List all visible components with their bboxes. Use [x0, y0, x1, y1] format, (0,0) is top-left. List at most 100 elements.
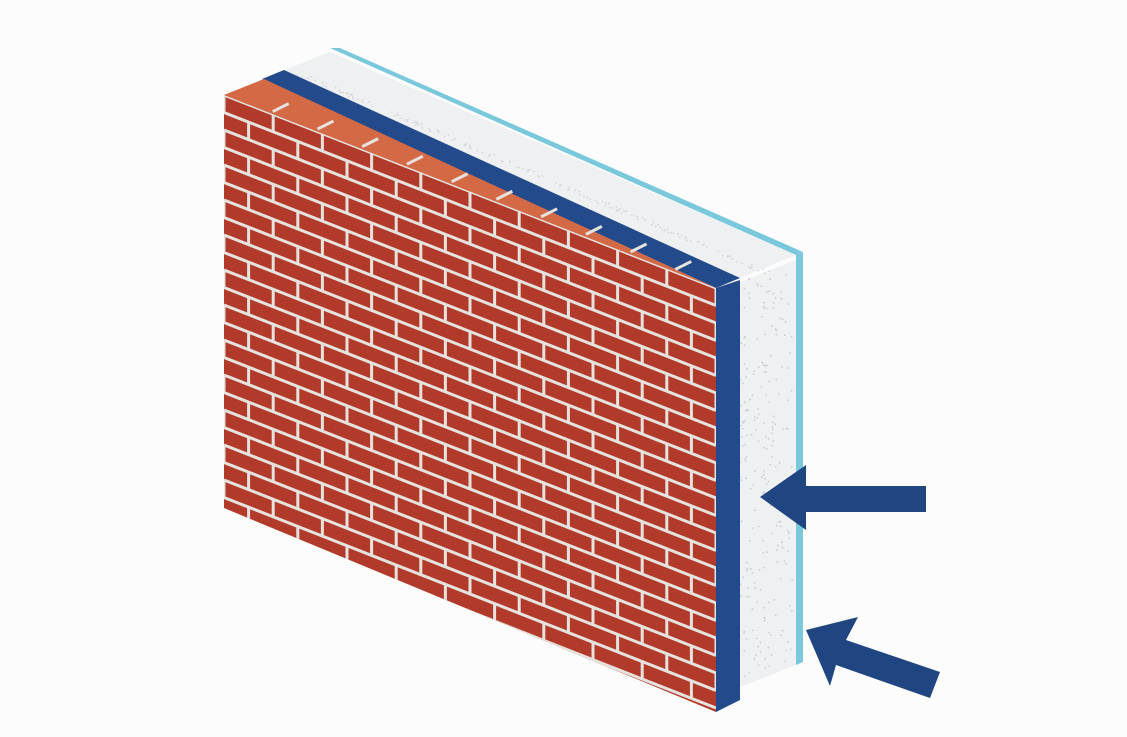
- insulation-speckle: [772, 440, 775, 442]
- insulation-speckle: [689, 240, 692, 242]
- insulation-speckle: [437, 131, 440, 134]
- insulation-speckle: [743, 287, 746, 290]
- insulation-speckle: [784, 320, 787, 323]
- insulation-speckle: [761, 492, 764, 494]
- insulation-speckle: [762, 469, 765, 472]
- insulation-speckle: [636, 218, 639, 220]
- insulation-speckle: [521, 167, 524, 170]
- insulation-speckle: [781, 546, 784, 549]
- insulation-speckle: [763, 272, 766, 275]
- insulation-speckle: [703, 243, 705, 245]
- insulation-speckle: [345, 92, 348, 95]
- insulation-speckle: [415, 122, 418, 125]
- insulation-speckle: [407, 118, 409, 121]
- insulation-speckle: [764, 371, 766, 374]
- membrane-top: [262, 70, 740, 288]
- top-mortar-joint: [540, 207, 558, 219]
- insulation-speckle: [785, 274, 787, 276]
- insulation-speckle: [753, 581, 756, 584]
- insulation-speckle: [745, 456, 748, 458]
- insulation-speckle: [469, 146, 471, 149]
- insulation-speckle: [743, 344, 746, 347]
- insulation-speckle: [769, 463, 772, 466]
- insulation-speckle: [509, 160, 512, 163]
- insulation-speckle: [775, 333, 778, 336]
- insulation-speckle: [750, 567, 752, 570]
- insulation-speckle: [586, 196, 589, 199]
- insulation-speckle: [670, 232, 673, 234]
- insulation-speckle: [417, 123, 420, 126]
- insulation-speckle: [678, 236, 681, 239]
- insulation-speckle: [768, 380, 770, 383]
- insulation-speckle: [594, 199, 597, 202]
- insulation-speckle: [748, 297, 751, 300]
- insulation-speckle: [685, 236, 687, 238]
- insulation-speckle: [769, 278, 771, 281]
- insulation-speckle: [790, 390, 793, 392]
- insulation-speckle: [307, 77, 310, 80]
- insulation-speckle: [616, 210, 619, 212]
- insulation-speckle: [314, 79, 316, 81]
- insulation-speckle: [743, 631, 746, 634]
- insulation-speckle: [750, 264, 753, 266]
- insulation-speckle: [768, 665, 771, 667]
- insulation-speckle: [686, 239, 688, 242]
- insulation-speckle: [757, 408, 759, 410]
- insulation-speckle: [749, 487, 752, 490]
- insulation-speckle: [781, 541, 783, 543]
- top-mortar-joint: [316, 119, 335, 131]
- insulation-speckle: [745, 595, 748, 598]
- insulation-speckle: [790, 465, 793, 468]
- insulation-speckle: [741, 445, 744, 447]
- insulation-speckle: [701, 244, 704, 247]
- insulation-speckle: [759, 641, 762, 644]
- insulation-speckle: [744, 477, 747, 480]
- insulation-board-side: [738, 260, 796, 688]
- insulation-speckle: [762, 606, 765, 609]
- insulation-speckle: [322, 85, 325, 87]
- insulation-speckle: [765, 307, 768, 310]
- insulation-speckle: [768, 290, 771, 293]
- insulation-speckle: [652, 221, 655, 224]
- insulation-speckle: [756, 337, 759, 340]
- insulation-speckle: [413, 121, 415, 124]
- insulation-speckle: [752, 629, 754, 632]
- insulation-speckle: [787, 303, 790, 305]
- insulation-speckle: [780, 297, 783, 300]
- insulation-speckle: [746, 567, 749, 570]
- insulation-speckle: [559, 185, 561, 187]
- insulation-speckle: [740, 520, 743, 523]
- insulation-speckle: [568, 188, 571, 191]
- insulation-speckle: [406, 120, 409, 122]
- insulation-speckle: [770, 455, 773, 458]
- insulation-speckle: [368, 101, 370, 103]
- insulation-speckle: [788, 537, 790, 540]
- insulation-speckle: [340, 91, 343, 94]
- insulation-speckle: [775, 524, 778, 527]
- insulation-speckle: [744, 460, 747, 462]
- insulation-speckle: [744, 443, 747, 446]
- insulation-speckle: [578, 190, 581, 193]
- insulation-speckle: [739, 583, 742, 586]
- insulation-speckle: [397, 114, 399, 116]
- insulation-speckle: [657, 224, 659, 226]
- insulation-speckle: [771, 426, 774, 428]
- insulation-speckle: [787, 367, 790, 369]
- insulation-speckle: [763, 446, 766, 449]
- insulation-speckle: [756, 417, 759, 419]
- insulation-speckle: [766, 551, 768, 554]
- insulation-speckle: [743, 401, 746, 404]
- insulation-speckle: [741, 435, 743, 438]
- insulation-speckle: [757, 525, 760, 528]
- insulation-speckle: [348, 96, 350, 98]
- insulation-speckle: [533, 170, 535, 173]
- insulation-speckle: [770, 654, 773, 656]
- insulation-speckle: [767, 646, 770, 649]
- insulation-speckle: [625, 210, 628, 212]
- insulation-speckle: [784, 562, 787, 565]
- insulation-speckle: [493, 154, 495, 156]
- insulation-speckle: [757, 269, 759, 272]
- insulation-speckle: [768, 270, 770, 273]
- insulation-speckle: [400, 117, 402, 120]
- insulation-speckle: [749, 267, 751, 269]
